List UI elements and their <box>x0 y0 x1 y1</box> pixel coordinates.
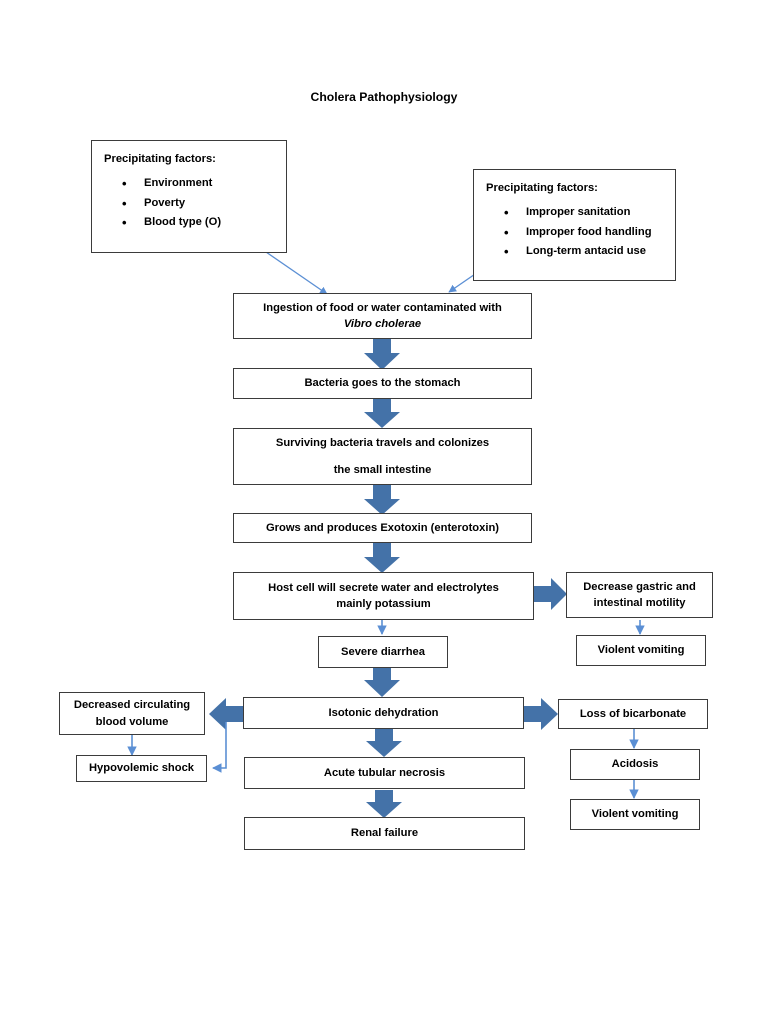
node-decreased-blood-volume: Decreased circulating blood volume <box>59 692 205 735</box>
list-item: Environment <box>122 173 276 195</box>
node-text-italic: Vibro cholerae <box>343 318 422 330</box>
node-hypovolemic-shock: Hypovolemic shock <box>76 755 207 782</box>
node-text: Grows and produces Exotoxin (enterotoxin… <box>265 521 500 534</box>
precipitating-factors-left-list: Environment Poverty Blood type (O) <box>104 173 276 234</box>
precipitating-factors-left-box: Precipitating factors: Environment Pover… <box>91 140 287 253</box>
node-severe-diarrhea: Severe diarrhea <box>318 636 448 668</box>
node-text: Severe diarrhea <box>341 645 425 658</box>
precipitating-factors-right-box: Precipitating factors: Improper sanitati… <box>473 169 676 281</box>
node-text: Violent vomiting <box>597 644 685 657</box>
list-item: Improper food handling <box>504 222 665 244</box>
node-text: mainly potassium <box>336 598 431 610</box>
node-colonizes: Surviving bacteria travels and colonizes… <box>233 428 532 485</box>
node-text: Ingestion of food or water contaminated … <box>263 301 502 314</box>
node-loss-of-bicarbonate: Loss of bicarbonate <box>558 699 708 729</box>
node-text: Violent vomiting <box>591 808 679 821</box>
connector-left-factors-to-ingestion <box>265 251 328 295</box>
precipitating-factors-right-title: Precipitating factors: <box>486 182 598 194</box>
list-item: Improper sanitation <box>504 202 665 224</box>
node-text: Renal failure <box>350 827 419 840</box>
node-acute-tubular-necrosis: Acute tubular necrosis <box>244 757 525 789</box>
node-text: Hypovolemic shock <box>88 762 195 775</box>
node-violent-vomiting-far-right: Violent vomiting <box>570 799 700 830</box>
arrow-stomach-to-colonizes <box>364 398 400 428</box>
precipitating-factors-right-list: Improper sanitation Improper food handli… <box>486 202 665 263</box>
arrow-diarrhea-to-dehydration <box>364 668 400 697</box>
node-isotonic-dehydration: Isotonic dehydration <box>243 697 524 729</box>
arrow-ingestion-to-stomach <box>364 338 400 370</box>
arrow-dehydration-to-bloodvolume <box>209 698 243 730</box>
connector-dehydration-to-shock <box>212 722 227 773</box>
arrow-dehydration-to-necrosis <box>366 729 402 757</box>
node-ingestion: Ingestion of food or water contaminated … <box>233 293 532 339</box>
node-text: Surviving bacteria travels and colonizes <box>275 437 490 450</box>
node-exotoxin: Grows and produces Exotoxin (enterotoxin… <box>233 513 532 543</box>
node-host-cell: Host cell will secrete water and electro… <box>233 572 534 620</box>
node-acidosis: Acidosis <box>570 749 700 780</box>
node-decrease-motility: Decrease gastric and intestinal motility <box>566 572 713 618</box>
list-item: Poverty <box>122 193 276 215</box>
arrow-colonizes-to-exotoxin <box>364 485 400 515</box>
node-renal-failure: Renal failure <box>244 817 525 850</box>
node-text: Decrease gastric and <box>583 580 696 593</box>
arrow-exotoxin-to-hostcell <box>364 543 400 573</box>
precipitating-factors-left-title: Precipitating factors: <box>104 153 216 165</box>
node-text: Loss of bicarbonate <box>579 707 687 720</box>
arrow-hostcell-to-motility <box>534 578 567 610</box>
arrow-necrosis-to-renalfailure <box>366 790 402 818</box>
node-text: Decreased circulating <box>73 699 191 712</box>
node-text: Isotonic dehydration <box>328 706 439 719</box>
arrow-dehydration-to-bicarbonate <box>524 698 558 730</box>
node-violent-vomiting-right: Violent vomiting <box>576 635 706 666</box>
list-item: Blood type (O) <box>122 212 276 234</box>
node-text: Acute tubular necrosis <box>323 766 446 779</box>
node-stomach: Bacteria goes to the stomach <box>233 368 532 399</box>
node-text: blood volume <box>95 715 169 728</box>
node-text: intestinal motility <box>593 597 686 609</box>
page-title: Cholera Pathophysiology <box>310 90 458 104</box>
list-item: Long-term antacid use <box>504 241 665 263</box>
node-text: Acidosis <box>611 758 659 771</box>
node-text: Host cell will secrete water and electro… <box>268 581 499 594</box>
node-text: Bacteria goes to the stomach <box>304 377 461 390</box>
node-text: the small intestine <box>333 463 432 476</box>
